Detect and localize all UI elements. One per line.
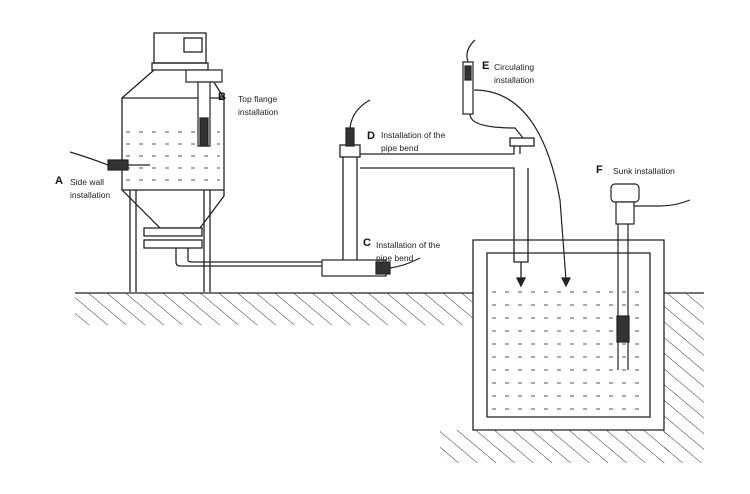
label-c-letter: C <box>363 237 371 249</box>
label-a-letter: A <box>55 175 63 187</box>
label-b-letter: B <box>218 91 226 103</box>
sensor-c <box>321 257 421 277</box>
label-b-line-2: installation <box>238 107 279 117</box>
label-c-line-2: pipe bend <box>376 253 414 263</box>
sensor-e <box>462 39 571 288</box>
label-f-line-1: Sunk installation <box>613 166 675 176</box>
sensor-f <box>610 183 691 370</box>
label-e-line-2: installation <box>494 75 535 85</box>
concrete-pool <box>472 239 665 431</box>
label-f-letter: F <box>596 164 603 176</box>
label-d-letter: D <box>367 130 375 142</box>
label-d-line-2: pipe bend <box>381 143 419 153</box>
ground <box>75 292 704 463</box>
label-e-letter: E <box>482 60 490 72</box>
tank <box>121 32 225 292</box>
label-a-line-2: installation <box>70 190 111 200</box>
label-d-line-1: Installation of the <box>381 130 446 140</box>
label-c-line-1: Installation of the <box>376 240 441 250</box>
label-b-line-1: Top flange <box>238 94 278 104</box>
sensor-a <box>69 151 150 171</box>
label-a-line-1: Side wall <box>70 177 105 187</box>
sensor-b <box>185 69 223 147</box>
sensor-d <box>345 99 371 147</box>
label-e-line-1: Circulating <box>494 62 535 72</box>
